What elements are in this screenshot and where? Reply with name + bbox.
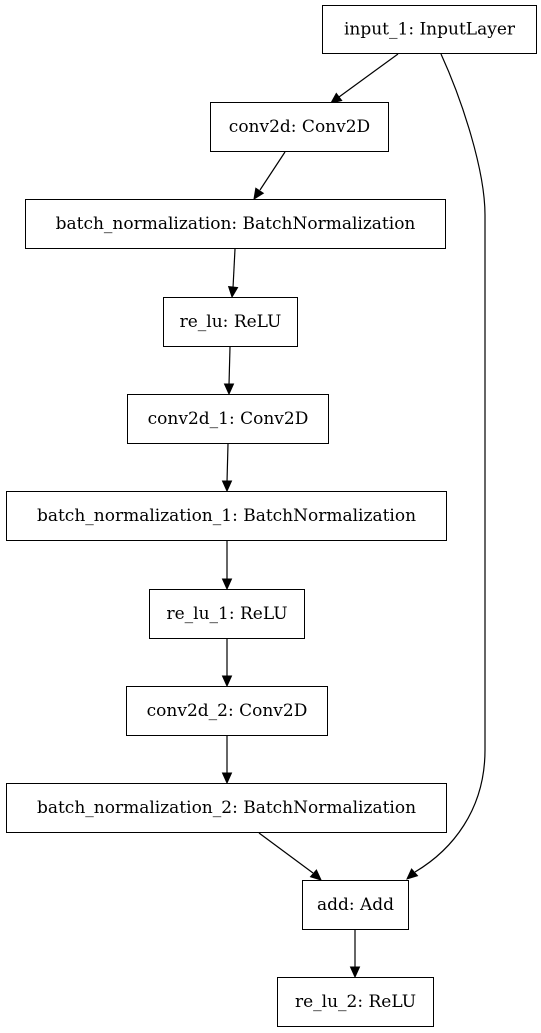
- node-label: batch_normalization: BatchNormalization: [56, 214, 416, 234]
- node-box: [126, 686, 328, 736]
- arrowhead: [221, 578, 233, 591]
- edge-line: [259, 151, 286, 191]
- arrowhead: [221, 480, 233, 493]
- node-conv2d-1: conv2d_1: Conv2D: [127, 394, 329, 444]
- edge-line: [228, 346, 231, 386]
- edge-line: [414, 53, 486, 873]
- node-label: re_lu_2: ReLU: [295, 992, 416, 1012]
- node-batch-normalization: batch_normalization: BatchNormalization: [25, 199, 446, 249]
- node-re-lu-2: re_lu_2: ReLU: [277, 977, 434, 1027]
- edge-line: [338, 53, 399, 98]
- node-box: [163, 297, 298, 347]
- edge-line: [226, 443, 229, 483]
- node-batch-normalization-2: batch_normalization_2: BatchNormalizatio…: [6, 783, 447, 833]
- node-box: [277, 977, 434, 1027]
- node-input-1: input_1: InputLayer: [322, 5, 537, 54]
- node-box: [127, 394, 329, 444]
- arrowhead: [221, 675, 233, 688]
- node-label: re_lu_1: ReLU: [166, 604, 287, 624]
- edge-line: [258, 832, 314, 874]
- node-box: [25, 199, 446, 249]
- arrowhead: [309, 869, 322, 881]
- arrowhead: [253, 187, 265, 201]
- node-re-lu: re_lu: ReLU: [163, 297, 298, 347]
- arrowhead: [221, 772, 233, 785]
- node-re-lu-1: re_lu_1: ReLU: [149, 589, 305, 639]
- node-box: [6, 491, 447, 541]
- node-box: [149, 589, 305, 639]
- node-label: input_1: InputLayer: [344, 20, 516, 40]
- node-add: add: Add: [302, 880, 409, 930]
- node-label: conv2d_2: Conv2D: [147, 701, 308, 721]
- arrowhead: [227, 285, 239, 299]
- arrowhead: [349, 966, 361, 979]
- arrowhead: [330, 92, 343, 104]
- graph-edges: [221, 53, 486, 979]
- node-conv2d: conv2d: Conv2D: [210, 102, 389, 152]
- node-label: re_lu: ReLU: [180, 312, 282, 332]
- edge-line: [232, 248, 236, 289]
- arrowhead: [406, 868, 419, 880]
- node-label: conv2d_1: Conv2D: [148, 409, 309, 429]
- node-label: batch_normalization_2: BatchNormalizatio…: [37, 798, 416, 818]
- node-box: [302, 880, 409, 930]
- node-box: [322, 5, 537, 54]
- node-box: [210, 102, 389, 152]
- arrowhead: [223, 383, 235, 396]
- node-label: batch_normalization_1: BatchNormalizatio…: [37, 506, 416, 526]
- node-batch-normalization-1: batch_normalization_1: BatchNormalizatio…: [6, 491, 447, 541]
- node-box: [6, 783, 447, 833]
- node-conv2d-2: conv2d_2: Conv2D: [126, 686, 328, 736]
- node-label: conv2d: Conv2D: [229, 117, 370, 137]
- node-label: add: Add: [317, 895, 394, 915]
